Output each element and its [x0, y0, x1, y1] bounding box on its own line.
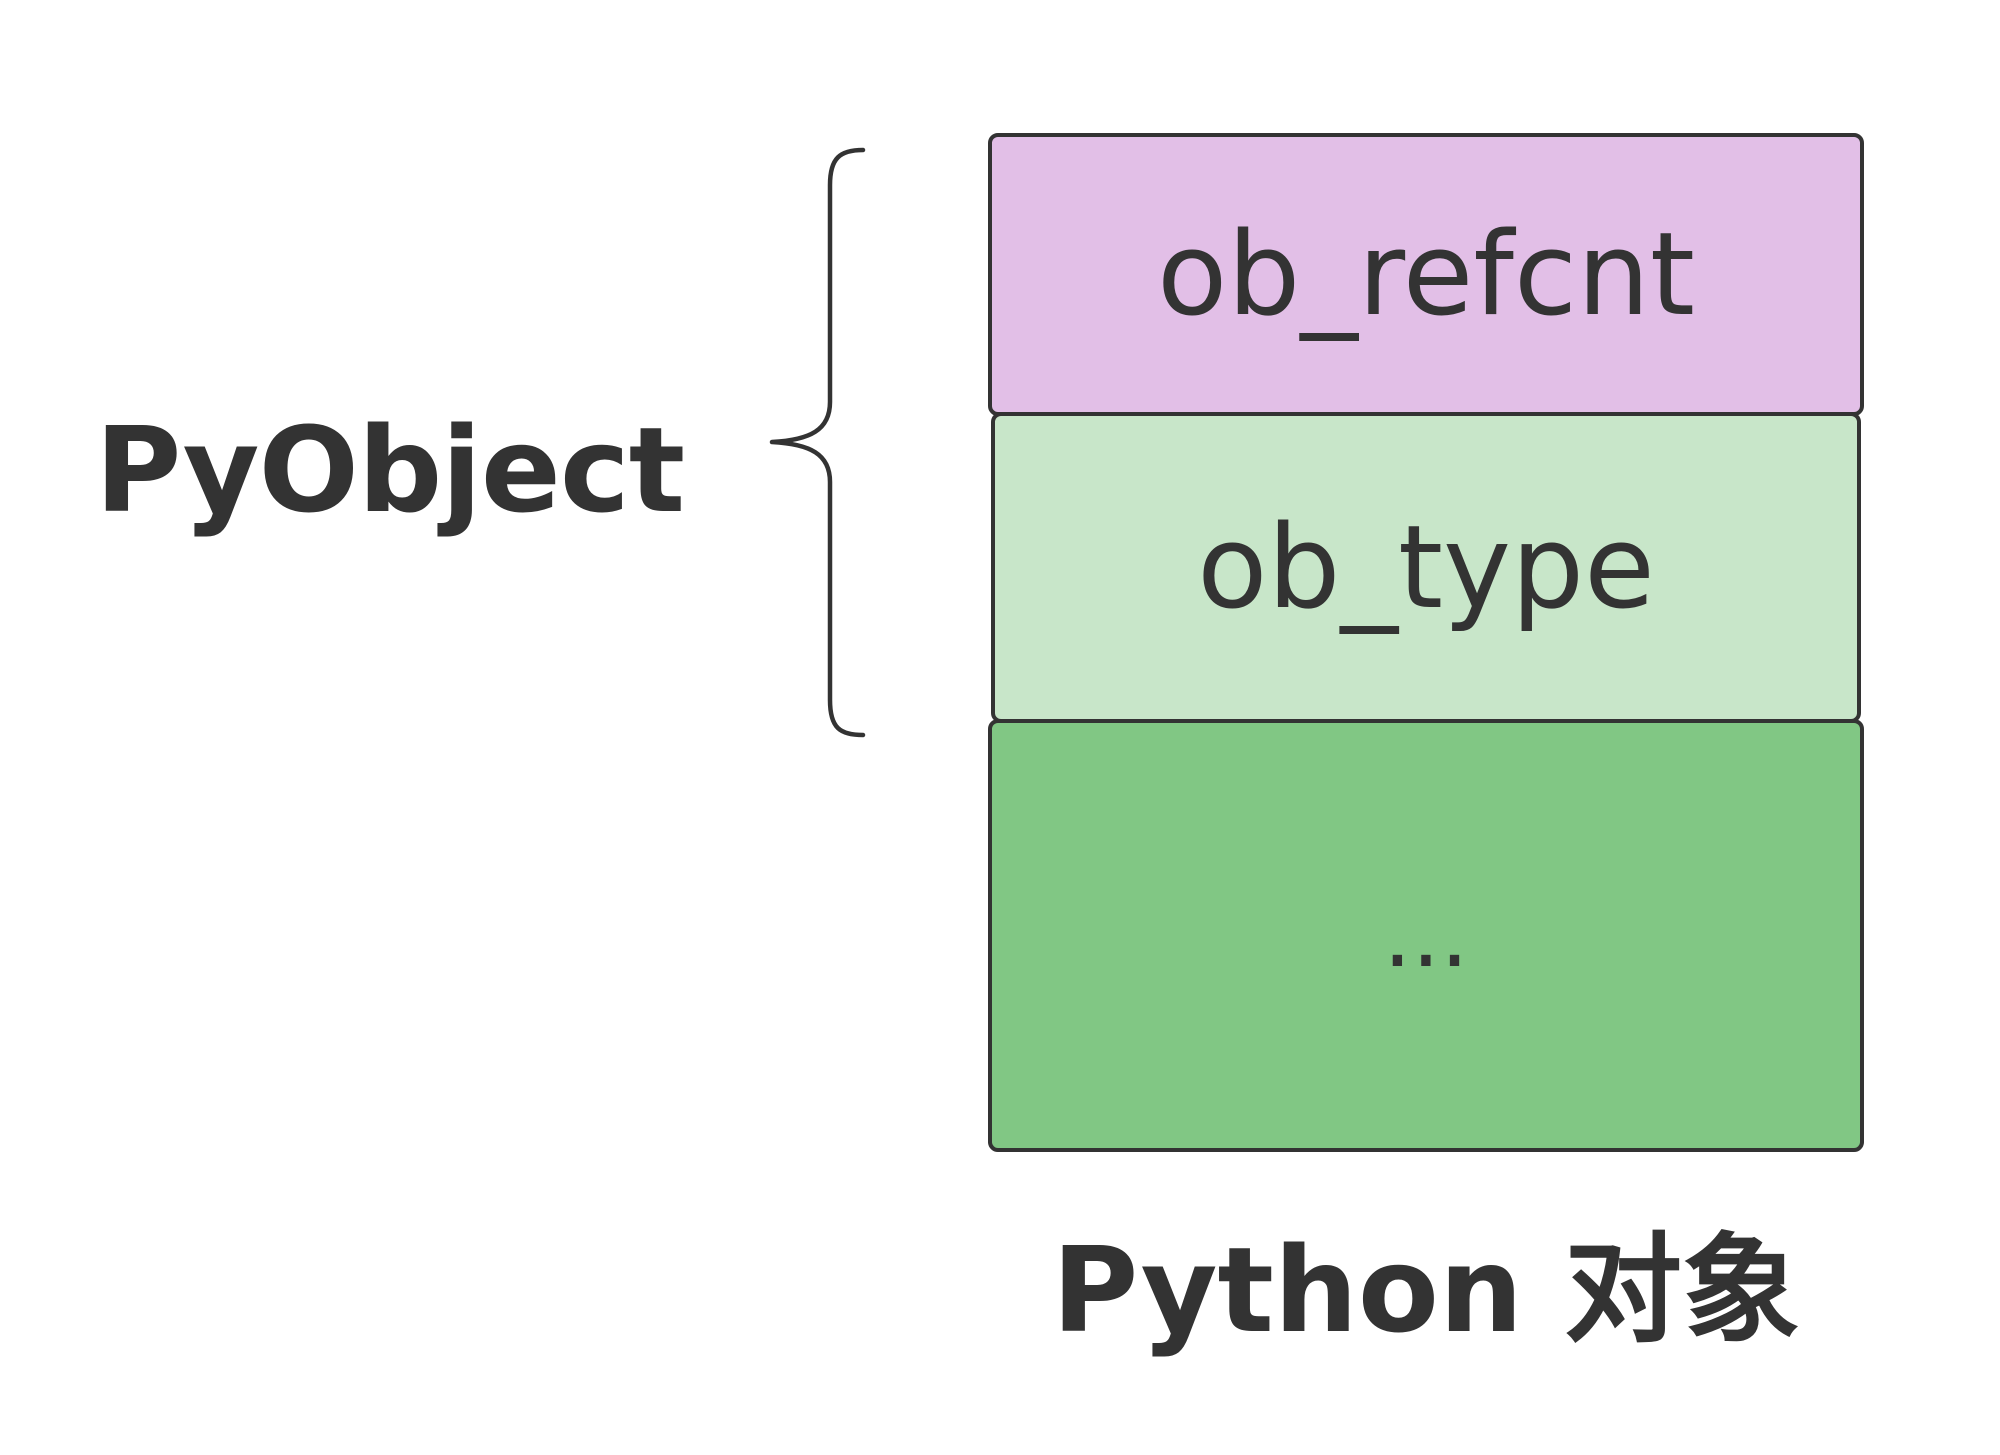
- curly-brace-icon: [769, 147, 866, 738]
- ob-refcnt-label: ob_refcnt: [1156, 207, 1696, 342]
- ellipsis-label: ...: [1383, 883, 1469, 988]
- python-object-caption: Python 对象: [1051, 1221, 1801, 1359]
- ob-refcnt-field: ob_refcnt: [988, 133, 1864, 416]
- ob-type-label: ob_type: [1197, 500, 1655, 635]
- pyobject-label: PyObject: [95, 401, 685, 539]
- other-fields: ...: [988, 719, 1864, 1152]
- ob-type-field: ob_type: [991, 412, 1861, 723]
